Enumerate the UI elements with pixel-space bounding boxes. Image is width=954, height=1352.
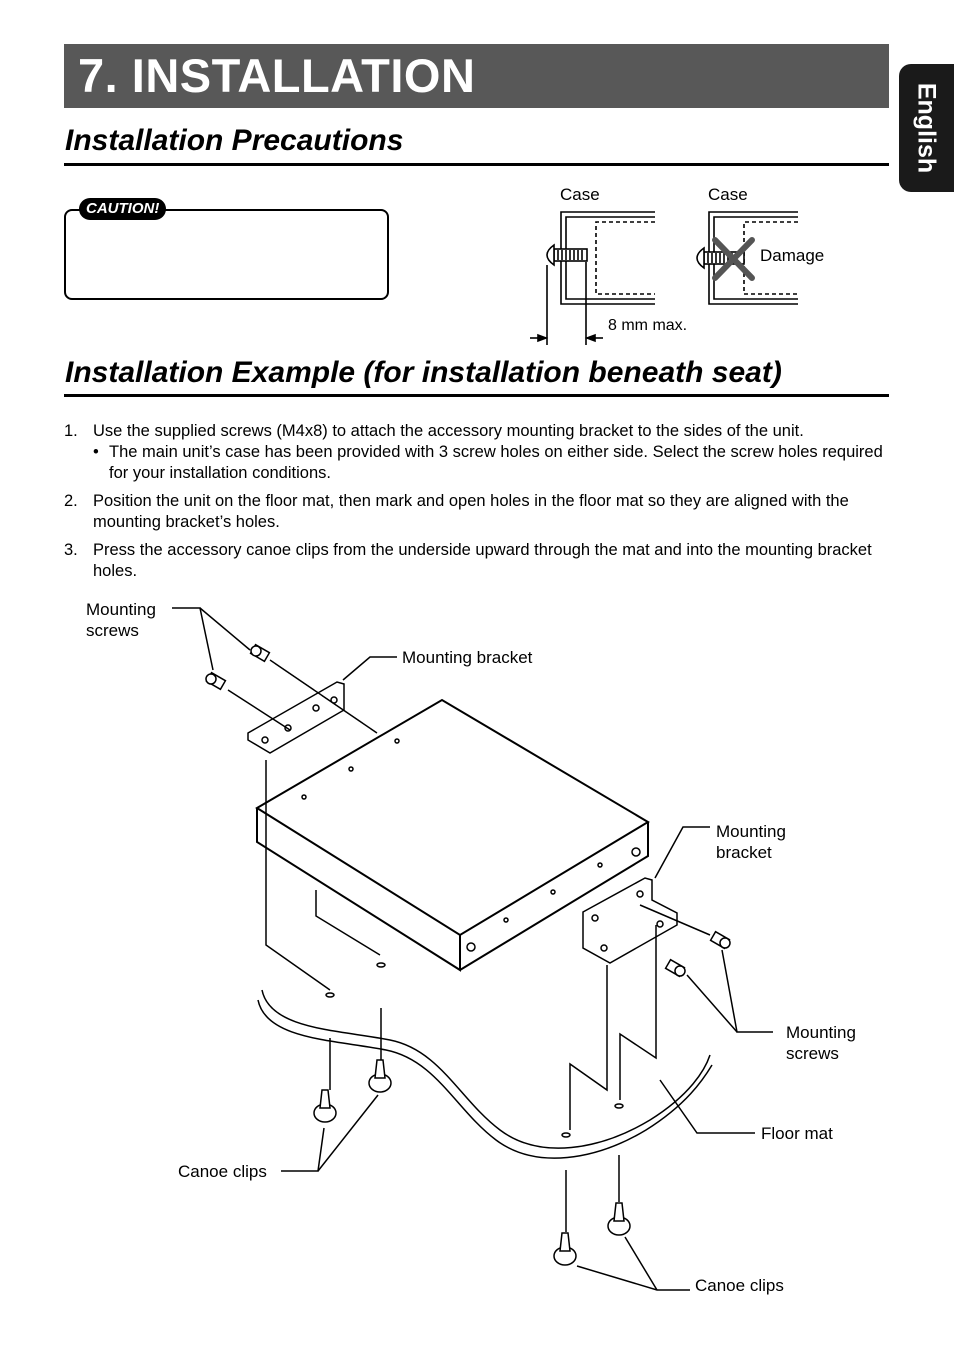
step-text: Use the supplied screws (M4x8) to attach…	[93, 422, 804, 440]
example-heading: Installation Example (for installation b…	[65, 356, 782, 389]
mounting-bracket-left	[247, 681, 345, 754]
case-right-label: Case	[708, 185, 748, 204]
main-unit	[255, 698, 650, 972]
label-mounting-bracket-top: Mounting bracket	[402, 648, 533, 667]
caution-box	[64, 209, 389, 300]
label-mounting-screws-right: Mounting screws	[786, 1023, 856, 1063]
label-canoe-clips-bottom: Canoe clips	[695, 1276, 784, 1295]
page-title: 7. INSTALLATION	[78, 49, 476, 102]
step-sub-text: The main unit’s case has been provided w…	[109, 443, 883, 482]
screw-icon	[664, 958, 686, 978]
screw-icon	[709, 930, 731, 950]
step-number: 1.	[64, 422, 78, 440]
caution-badge: CAUTION!	[79, 198, 167, 220]
label-floor-mat: Floor mat	[761, 1124, 833, 1143]
title-bar: 7. INSTALLATION	[64, 44, 889, 108]
label-mounting-bracket-right: Mounting bracket	[716, 822, 786, 862]
floor-mat	[257, 989, 713, 1159]
step-3: 3. Press the accessory canoe clips from …	[64, 540, 894, 582]
step-number: 3.	[64, 541, 78, 559]
damage-label: Damage	[760, 246, 825, 265]
bullet: •	[93, 443, 99, 461]
label-mounting-screws-top: Mounting screws	[86, 600, 156, 640]
screw-icon	[205, 671, 227, 691]
damage-cross-icon	[712, 237, 755, 281]
step-sub-note: • The main unit’s case has been provided…	[93, 442, 894, 484]
canoe-clip-icon	[607, 1202, 631, 1236]
step-number: 2.	[64, 492, 78, 510]
label-canoe-clips-left: Canoe clips	[178, 1162, 267, 1181]
step-1: 1. Use the supplied screws (M4x8) to att…	[64, 421, 894, 484]
language-tab-label: English	[912, 82, 941, 174]
step-2: 2. Position the unit on the floor mat, t…	[64, 491, 894, 533]
steps-list: 1. Use the supplied screws (M4x8) to att…	[64, 421, 894, 589]
canoe-clip-icon	[313, 1089, 337, 1123]
max-depth-label: 8 mm max.	[608, 317, 688, 334]
step-text: Press the accessory canoe clips from the…	[93, 541, 872, 580]
example-rule	[64, 394, 889, 397]
screw-icon	[249, 643, 271, 663]
language-tab: English	[899, 64, 954, 192]
canoe-clip-icon	[368, 1059, 392, 1093]
mounting-bracket-right	[582, 877, 678, 964]
case-left-label: Case	[560, 185, 600, 204]
precautions-heading: Installation Precautions	[65, 124, 404, 157]
step-text: Position the unit on the floor mat, then…	[93, 492, 849, 531]
canoe-clip-icon	[553, 1232, 577, 1266]
precautions-rule	[64, 163, 889, 166]
